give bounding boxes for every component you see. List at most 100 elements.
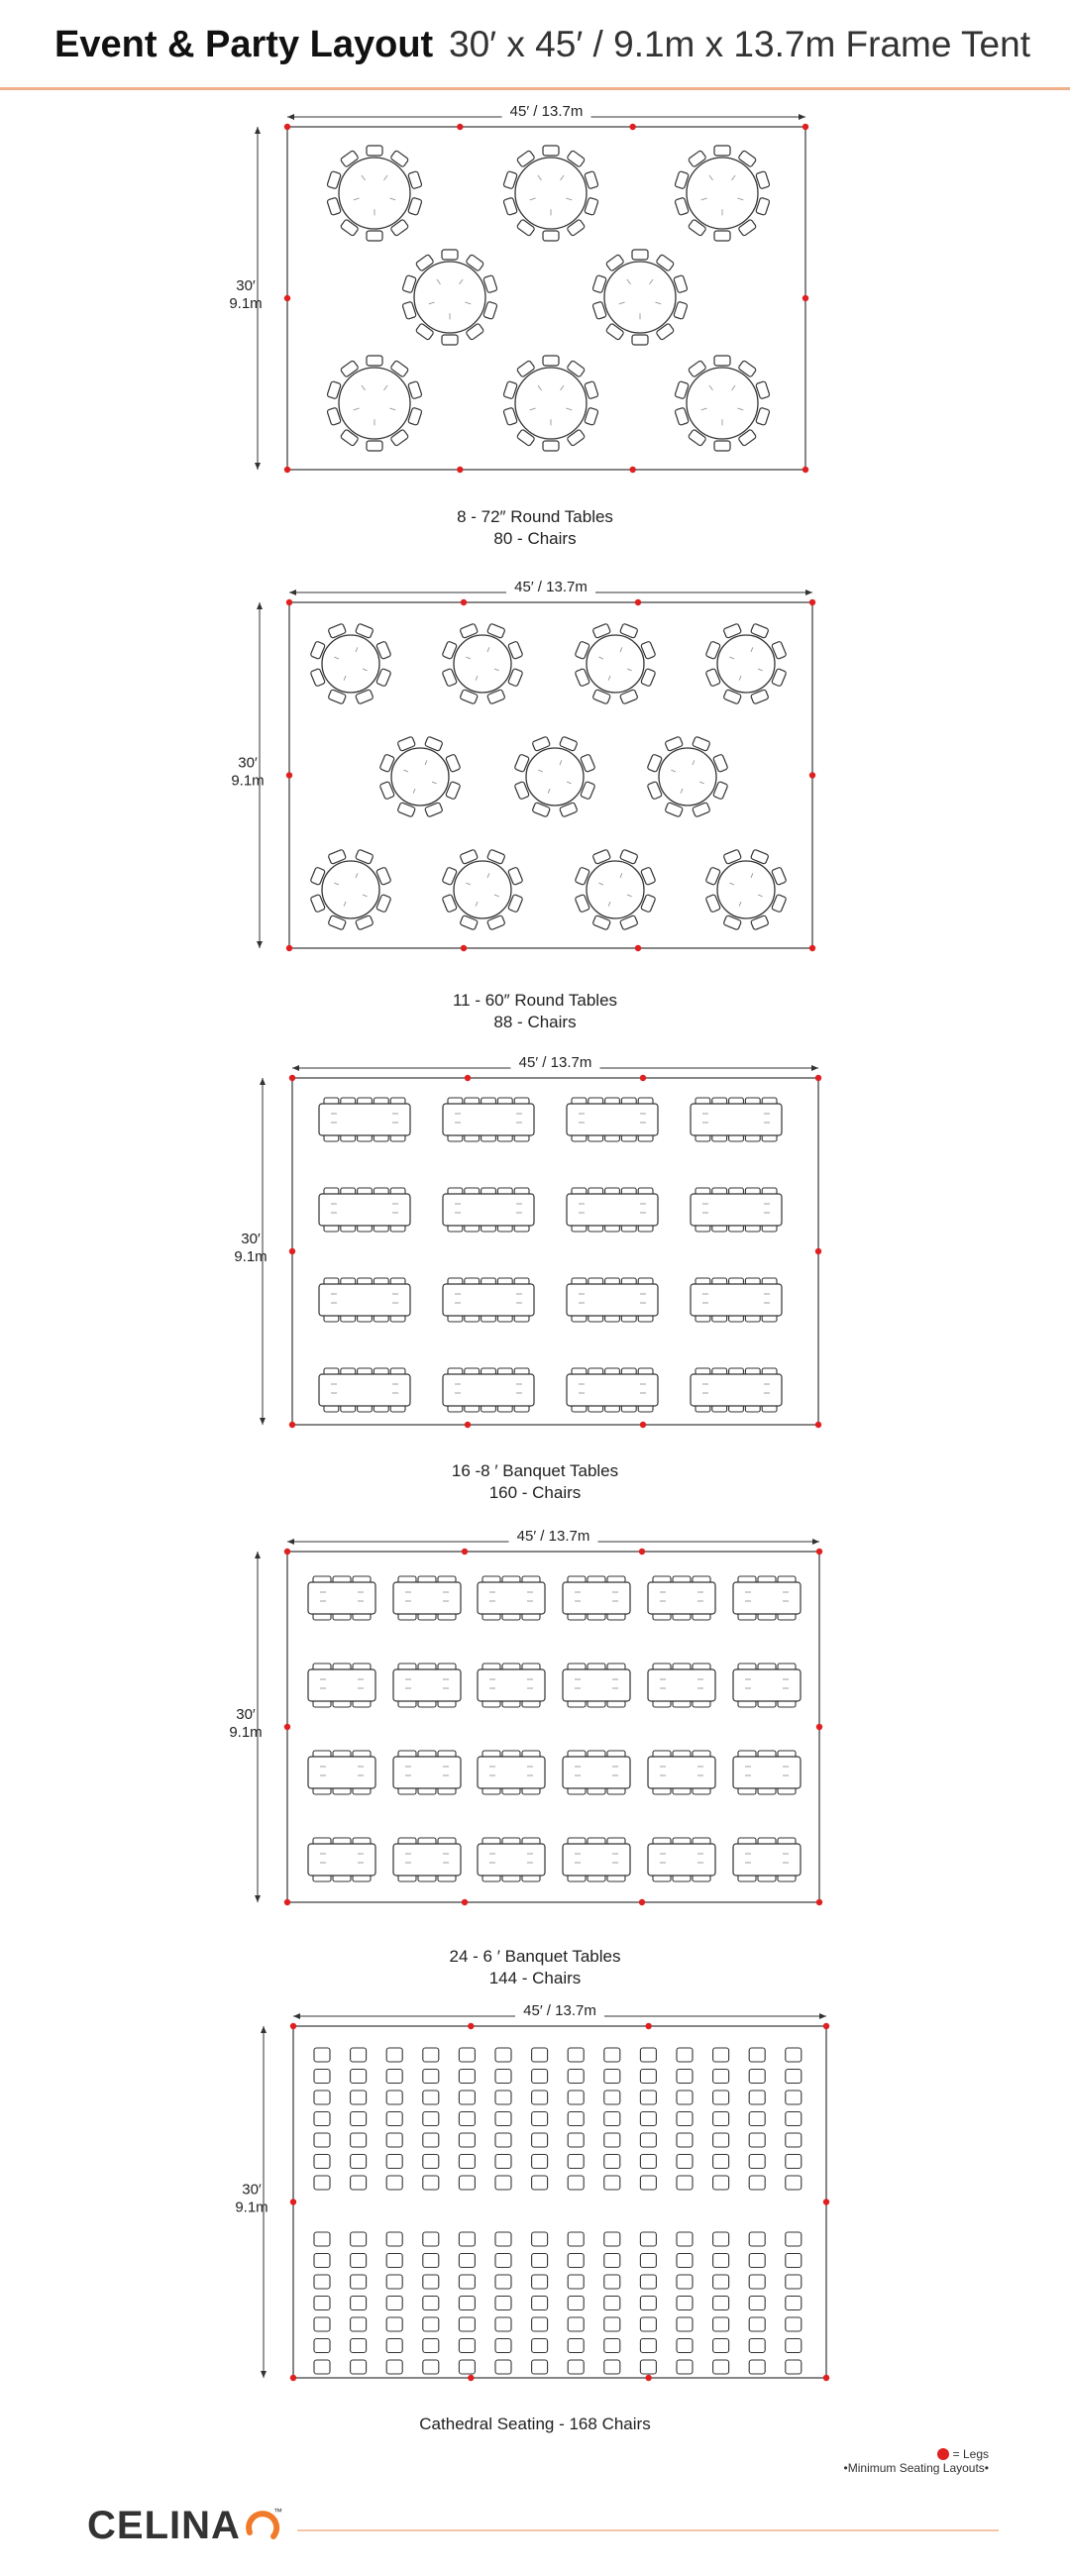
chair	[385, 2231, 403, 2247]
chair	[712, 2110, 730, 2127]
chair	[385, 2274, 403, 2290]
chair	[460, 914, 479, 930]
chair	[567, 429, 586, 447]
table-top	[392, 1668, 462, 1702]
chair	[407, 380, 423, 399]
place-setting	[361, 174, 366, 181]
place-setting	[757, 668, 763, 672]
table-top	[690, 1373, 783, 1407]
chair	[441, 249, 459, 261]
chair	[350, 2175, 368, 2191]
chair	[422, 2047, 440, 2063]
chair	[748, 2274, 766, 2290]
place-setting	[698, 781, 704, 785]
chair	[310, 641, 326, 660]
chair	[458, 2316, 476, 2332]
chair	[350, 2153, 368, 2170]
round-table	[575, 849, 656, 930]
tent-leg	[460, 944, 468, 952]
chair	[619, 623, 638, 639]
table-top	[318, 1373, 411, 1407]
table-top	[690, 1283, 783, 1317]
chair	[422, 2068, 440, 2085]
chair	[531, 2132, 549, 2148]
place-setting	[353, 407, 360, 411]
table-top	[562, 1581, 631, 1615]
width-label-bg	[515, 2004, 604, 2018]
chair	[458, 2295, 476, 2311]
chair	[507, 894, 523, 912]
place-setting	[389, 197, 396, 201]
layout-diagram: 30′ 9.1m 45′ / 13.7m	[235, 2002, 830, 2382]
layout-caption: 24 - 6 ′ Banquet Tables 144 - Chairs	[0, 1946, 1070, 1989]
place-setting	[493, 894, 499, 898]
chair	[340, 360, 359, 377]
chair	[673, 274, 689, 293]
chair	[385, 2252, 403, 2269]
chair	[705, 641, 721, 660]
chair	[603, 2274, 621, 2290]
tent-leg	[289, 2022, 297, 2030]
banquet-table	[477, 1663, 546, 1708]
chair	[385, 2047, 403, 2063]
chair	[771, 894, 787, 912]
table-top	[586, 634, 645, 694]
chair	[313, 2231, 331, 2247]
banquet-table	[566, 1367, 659, 1413]
chair	[712, 2252, 730, 2269]
place-setting	[403, 769, 409, 773]
width-label-bg	[508, 1530, 598, 1544]
chair	[674, 197, 690, 216]
place-setting	[486, 647, 490, 653]
place-setting	[738, 675, 742, 681]
chair	[422, 2110, 440, 2127]
tent-leg	[464, 1074, 472, 1082]
chair	[785, 2337, 802, 2354]
chair	[397, 802, 416, 817]
chair	[516, 150, 535, 167]
chair	[494, 2274, 512, 2290]
arrow-down-icon	[257, 941, 263, 948]
table-top	[732, 1581, 802, 1615]
chair	[688, 150, 706, 167]
chair	[748, 2090, 766, 2105]
place-setting	[559, 760, 563, 766]
chair	[705, 668, 721, 687]
round-table	[575, 623, 656, 704]
arrow-right-icon	[799, 114, 805, 120]
chair	[584, 380, 599, 399]
chair	[328, 849, 347, 865]
tent-leg	[461, 1548, 469, 1556]
banquet-table	[732, 1837, 802, 1882]
chair	[605, 254, 624, 271]
chair	[385, 2110, 403, 2127]
chair	[350, 2068, 368, 2085]
layout-caption: 16 -8 ′ Banquet Tables 160 - Chairs	[0, 1460, 1070, 1504]
chair	[580, 754, 595, 773]
place-setting	[355, 873, 359, 879]
chair	[422, 2274, 440, 2290]
chair	[738, 150, 757, 167]
chair	[385, 2175, 403, 2191]
chair	[531, 2110, 549, 2127]
place-setting	[362, 668, 368, 672]
layout-banquet-8: 30′ 9.1m 45′ / 13.7m 16 -8 ′ Banquet Tab…	[0, 1054, 1070, 1504]
table-top	[690, 1193, 783, 1227]
chair	[313, 2337, 331, 2354]
chair	[676, 2132, 694, 2148]
chair	[665, 802, 684, 817]
chair	[385, 2359, 403, 2375]
round-table	[310, 623, 391, 704]
chair	[458, 2153, 476, 2170]
tent-leg	[802, 466, 809, 474]
banquet-table	[566, 1277, 659, 1323]
place-setting	[343, 675, 347, 681]
chair	[639, 2110, 657, 2127]
banquet-table	[566, 1097, 659, 1142]
banquet-table	[318, 1367, 411, 1413]
place-setting	[626, 668, 632, 672]
banquet-table	[318, 1097, 411, 1142]
place-setting	[529, 407, 536, 411]
chair	[712, 2274, 730, 2290]
chair	[676, 2359, 694, 2375]
